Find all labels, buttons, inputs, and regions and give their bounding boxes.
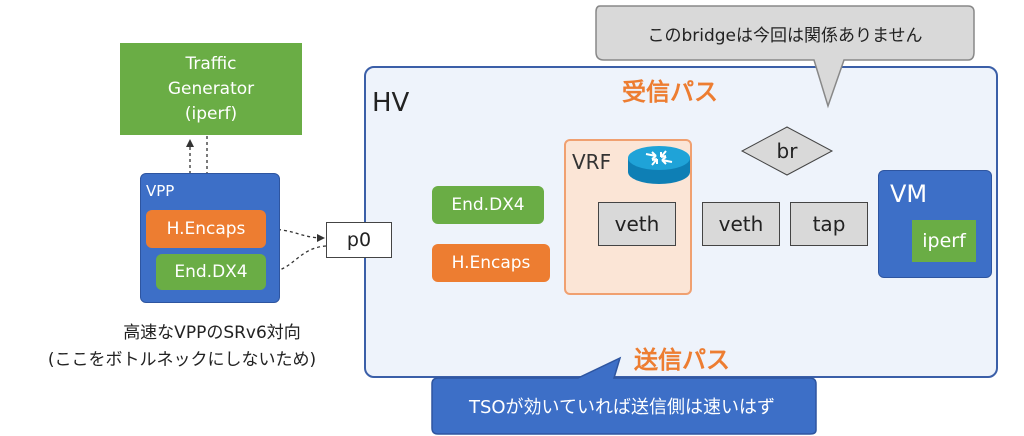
vrf-veth-box: veth [598, 202, 676, 246]
vm-title: VM [890, 180, 928, 208]
veth-box: veth [702, 202, 780, 246]
vpp-dx4-box: End.DX4 [156, 254, 266, 290]
bridge-label: br [776, 139, 798, 163]
hv-encaps-box: H.Encaps [432, 244, 550, 282]
bridge-note-callout-shape [595, 5, 975, 109]
tx-path-label: 送信パス [634, 346, 730, 374]
traffic-generator-box: Traffic Generator (iperf) [120, 43, 302, 135]
vpp-title: VPP [146, 182, 175, 200]
hv-dx4-box: End.DX4 [432, 186, 544, 224]
tap-box: tap [790, 202, 868, 246]
tso-note-callout-shape [431, 356, 817, 435]
bridge-note-callout: このbridgeは今回は関係ありません [647, 25, 923, 46]
vpp-encaps-box: H.Encaps [146, 210, 266, 248]
p0-port-box: p0 [326, 222, 392, 258]
rx-path-label: 受信パス [622, 78, 718, 106]
router-icon [628, 146, 690, 184]
tso-note-callout: TSOが効いていれば送信側は速いはず [468, 397, 776, 418]
vrf-title: VRF [572, 150, 612, 174]
vm-iperf-box: iperf [912, 220, 976, 262]
vpp-caption-line1: 高速なVPPのSRv6対向 [123, 323, 301, 343]
hv-title: HV [372, 88, 410, 118]
bridge-diamond [740, 126, 834, 176]
vpp-caption-line2: (ここをボトルネックにしないため) [47, 350, 317, 370]
